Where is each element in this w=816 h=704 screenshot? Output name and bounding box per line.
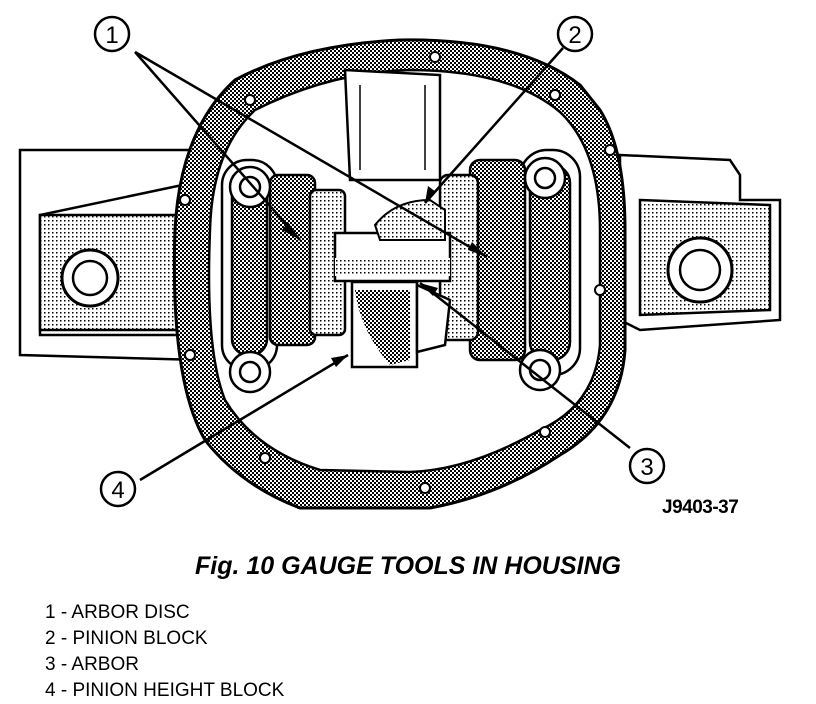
legend-item: 4 - PINION HEIGHT BLOCK <box>45 680 285 701</box>
figure-code: J9403-37 <box>662 497 739 518</box>
legend-item: 1 - ARBOR DISC <box>45 602 190 623</box>
callout-2: 2 <box>556 15 594 53</box>
callout-4: 4 <box>99 470 137 508</box>
callout-3: 3 <box>628 447 666 485</box>
leader-arrowheads <box>282 186 487 367</box>
callout-4-number: 4 <box>111 477 124 504</box>
leader-lines <box>134 47 631 482</box>
callout-2-number: 2 <box>568 22 581 49</box>
callout-1: 1 <box>93 15 131 53</box>
callout-1-number: 1 <box>105 22 118 49</box>
legend-list: 1 - ARBOR DISC 2 - PINION BLOCK 3 - ARBO… <box>45 600 284 704</box>
legend-item: 2 - PINION BLOCK <box>45 628 208 649</box>
figure-caption: Fig. 10 GAUGE TOOLS IN HOUSING <box>195 552 621 580</box>
gauge-tools-diagram: 1 2 3 4 <box>18 15 782 510</box>
pinion-block <box>373 198 446 241</box>
legend-item: 3 - ARBOR <box>45 654 139 675</box>
pinion-height-block <box>350 280 452 369</box>
flange-bolts <box>179 51 616 494</box>
callout-3-number: 3 <box>640 454 653 481</box>
